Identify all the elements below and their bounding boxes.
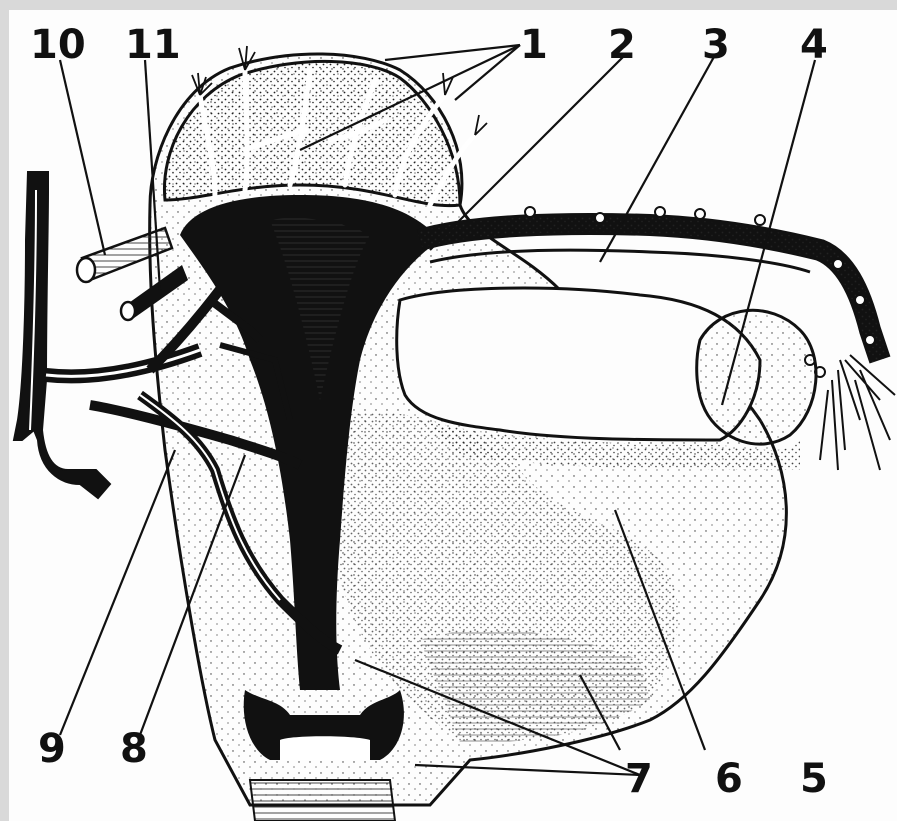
label-5: 5 — [800, 756, 828, 802]
fundus-region — [164, 46, 487, 206]
label-6: 6 — [715, 756, 743, 802]
label-11: 11 — [125, 22, 181, 68]
label-9: 9 — [38, 726, 66, 772]
label-3: 3 — [702, 22, 730, 68]
label-2: 2 — [608, 22, 636, 68]
label-4: 4 — [800, 22, 828, 68]
label-10: 10 — [30, 22, 86, 68]
label-1: 1 — [520, 22, 548, 68]
label-8: 8 — [120, 726, 148, 772]
label-7: 7 — [625, 756, 653, 802]
